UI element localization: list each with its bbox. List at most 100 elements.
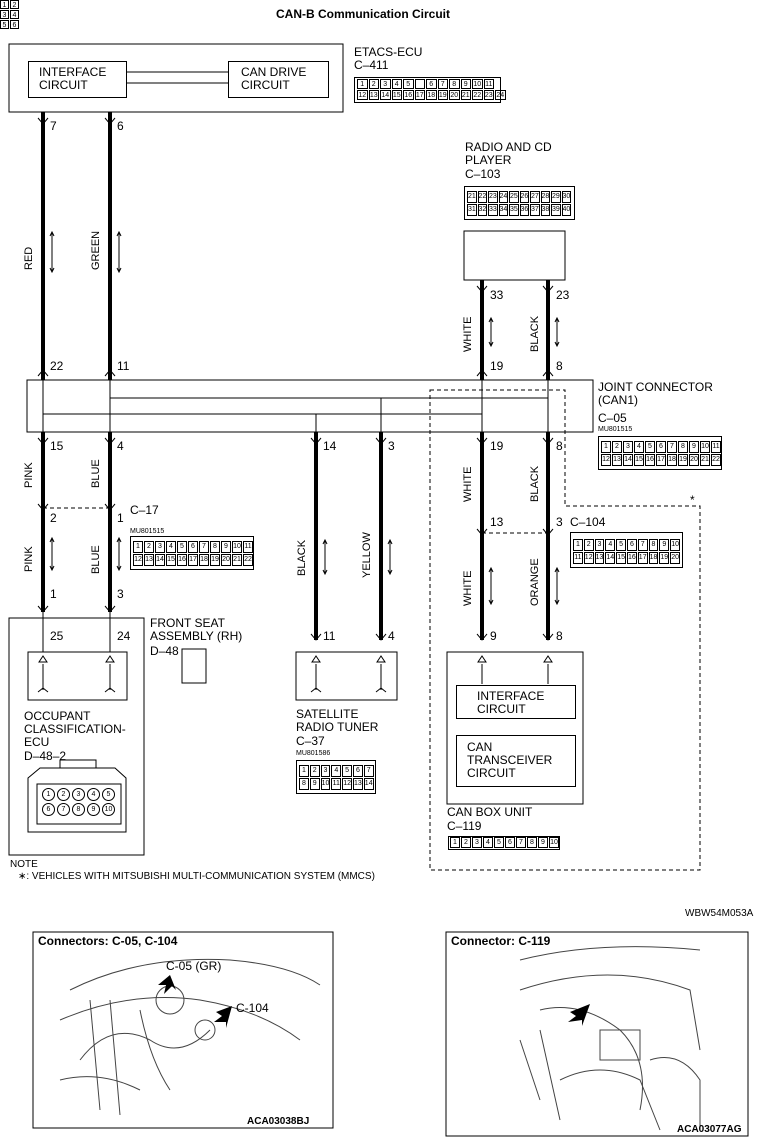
connector-pin: 40 — [561, 204, 571, 216]
connector-pin: 19 — [659, 552, 670, 564]
occupant-pin: 4 — [87, 788, 100, 801]
connector-pin: 19 — [210, 554, 220, 566]
etacs-name: ETACS-ECU — [354, 45, 423, 59]
connector-pin: 9 — [659, 539, 670, 551]
connector-pin: 14 — [605, 552, 616, 564]
connector-pin: 6 — [10, 20, 19, 29]
connector-pin: 1 — [357, 79, 368, 89]
connector-pin: 22 — [477, 191, 487, 203]
connector-pin: 6 — [426, 79, 437, 89]
pin-24: 24 — [117, 629, 131, 643]
occupant-pin: 1 — [42, 788, 55, 801]
photo-right-code: ACA03077AG — [677, 1124, 742, 1135]
photo-left-sketch — [59, 958, 321, 1116]
photo-left-arrows — [158, 975, 232, 1028]
radio-box — [463, 230, 566, 281]
joint-name-2: (CAN1) — [598, 393, 639, 407]
canbox-connector-id: C–119 — [447, 819, 482, 833]
connector-pin: 20 — [670, 552, 680, 564]
wire-color-blue-1: BLUE — [90, 459, 102, 488]
connector-pin: 22 — [243, 554, 253, 566]
connector-pin: 14 — [155, 554, 165, 566]
connector-pin: 12 — [357, 90, 368, 100]
connector-pin: 20 — [689, 454, 699, 466]
connector-pin — [414, 79, 425, 89]
joint-part-number: MU801515 — [598, 426, 633, 433]
occupant-outer — [8, 617, 145, 856]
page-title: CAN-B Communication Circuit — [276, 7, 450, 21]
connector-pin: 6 — [505, 837, 515, 848]
satellite-name-1: SATELLITE — [296, 707, 359, 721]
connector-pin: 7 — [637, 539, 648, 551]
pin-6: 6 — [117, 119, 124, 133]
photo-left-frame — [32, 931, 334, 1129]
connector-pin: 12 — [133, 554, 143, 566]
c17-connector-id: C–17 — [130, 503, 159, 517]
occupant-pin: 10 — [102, 803, 115, 816]
connector-pin: 5 — [177, 541, 187, 553]
connector-pin: 24 — [498, 191, 508, 203]
connector-pin: 3 — [155, 541, 165, 553]
connector-pin: 10 — [472, 79, 483, 89]
connector-pin: 4 — [634, 441, 644, 453]
connector-pin: 12 — [583, 552, 594, 564]
connector-pin: 15 — [391, 90, 402, 100]
occupant-pin: 9 — [87, 803, 100, 816]
connector-pin: 2 — [612, 441, 622, 453]
note-text: ∗: VEHICLES WITH MITSUBISHI MULTI-COMMUN… — [18, 871, 375, 882]
pin-8-can: 8 — [556, 629, 563, 643]
connector-pin: 8 — [648, 539, 659, 551]
connector-pin: 6 — [353, 765, 363, 777]
wire-color-white-radio: WHITE — [462, 316, 474, 352]
connector-pin: 4 — [391, 79, 402, 89]
pin-3-joint: 3 — [388, 439, 395, 453]
connector-pin: 32 — [477, 204, 487, 216]
connector-pin: 21 — [460, 90, 471, 100]
connector-pin: 7 — [199, 541, 209, 553]
occupant-connector-id: D–48–2 — [24, 749, 67, 763]
connector-pin: 35 — [509, 204, 519, 216]
connector-pin: 17 — [637, 552, 648, 564]
pin-13: 13 — [490, 515, 504, 529]
connector-pin: 23 — [488, 191, 498, 203]
photo-left-callout-1: C-05 (GR) — [166, 959, 222, 973]
joint-box — [26, 379, 594, 433]
wire-color-black-sat: BLACK — [296, 539, 308, 576]
connector-pin: 8 — [299, 778, 309, 790]
connector-pin: 31 — [467, 204, 477, 216]
connector-pin: 7 — [516, 837, 526, 848]
canbox-interface-label: INTERFACE CIRCUIT — [477, 689, 545, 716]
occupant-connector-body — [27, 767, 127, 833]
connector-pin: 1 — [450, 837, 460, 848]
satellite-name-2: RADIO TUNER — [296, 720, 379, 734]
mmcs-star: * — [690, 493, 695, 507]
pin-4-joint: 4 — [117, 439, 124, 453]
connector-pin: 12 — [601, 454, 611, 466]
connector-pin: 18 — [667, 454, 677, 466]
wire-color-pink-2: PINK — [23, 546, 35, 572]
photo-left-callout-2: C-104 — [236, 1001, 269, 1015]
connector-pin: 13 — [594, 552, 605, 564]
satellite-inner — [295, 651, 398, 701]
connector-pin: 8 — [527, 837, 537, 848]
pin-2: 2 — [50, 511, 57, 525]
connector-pin: 17 — [188, 554, 198, 566]
radio-name-1: RADIO AND CD — [465, 140, 552, 154]
wire-color-white-2: WHITE — [462, 466, 474, 502]
connector-pin: 20 — [449, 90, 460, 100]
occupant-pin: 7 — [57, 803, 70, 816]
pin-19-bottom: 19 — [490, 439, 504, 453]
satellite-connector-id: C–37 — [296, 734, 325, 748]
pin-4-sat: 4 — [388, 629, 395, 643]
connector-pin: 13 — [144, 554, 154, 566]
connector-pin: 9 — [538, 837, 548, 848]
connector-pin: 33 — [488, 204, 498, 216]
seat-name-1: FRONT SEAT — [150, 616, 225, 630]
connector-pin: 11 — [331, 778, 342, 790]
etacs-outline — [8, 43, 344, 113]
connector-pin: 25 — [509, 191, 519, 203]
etacs-can-drive-box: CAN DRIVE CIRCUIT — [228, 61, 329, 98]
